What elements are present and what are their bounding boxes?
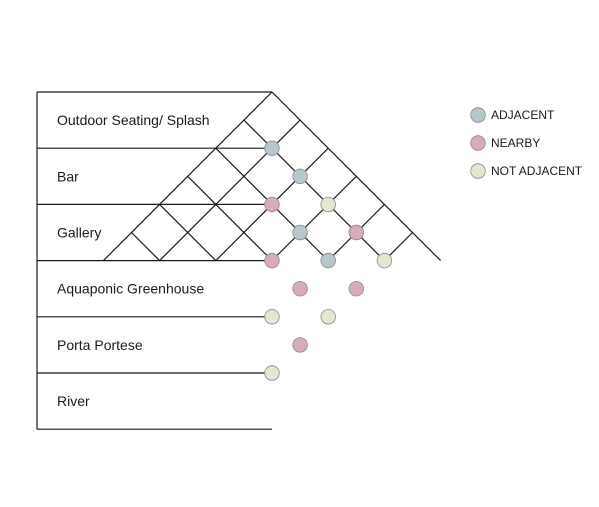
relationship-dots: [264, 140, 393, 381]
room-label: Gallery: [57, 225, 101, 241]
room-row: Gallery: [57, 225, 101, 241]
relationship-dot-adjacent: [292, 168, 308, 185]
relationship-dot-nearby: [348, 281, 365, 297]
relationship-dot-nearby: [292, 281, 308, 297]
room-label: Aquaponic Greenhouse: [57, 281, 204, 297]
room-label: Outdoor Seating/ Splash: [57, 112, 210, 128]
legend-label: ADJACENT: [491, 108, 555, 122]
legend-item-not-adjacent: NOT ADJACENT: [470, 163, 583, 179]
room-row: Porta Portese: [57, 337, 143, 353]
relationship-dot-not-adjacent: [264, 309, 280, 325]
relationship-dot-nearby: [292, 337, 308, 353]
legend-swatch: [470, 107, 486, 123]
room-rows: Outdoor Seating/ SplashBarGalleryAquapon…: [36, 91, 272, 430]
room-row: River: [57, 393, 90, 409]
grid-line: [243, 119, 385, 262]
legend-label: NEARBY: [491, 136, 540, 150]
grid-line: [159, 119, 301, 262]
grid-line: [271, 91, 442, 262]
room-row: Outdoor Seating/ Splash: [57, 112, 210, 128]
legend-swatch: [470, 163, 486, 179]
relationship-dot-not-adjacent: [320, 309, 336, 325]
grid-line: [187, 175, 273, 262]
relationship-dot-adjacent: [320, 252, 336, 269]
relationship-dot-nearby: [264, 252, 280, 269]
relationship-dot-not-adjacent: [264, 365, 280, 381]
grid-line: [159, 203, 217, 262]
room-row: Bar: [57, 168, 79, 184]
relationship-dot-adjacent: [264, 140, 280, 156]
relationship-dot-not-adjacent: [320, 196, 336, 213]
room-label: River: [57, 393, 90, 409]
relationship-dot-nearby: [348, 224, 365, 241]
legend-item-adjacent: ADJACENT: [470, 107, 555, 123]
legend-item-nearby: NEARBY: [470, 135, 540, 151]
relationship-dot-nearby: [264, 196, 280, 213]
legend-swatch: [470, 135, 486, 151]
grid-line: [271, 175, 357, 262]
grid-line: [131, 232, 161, 262]
room-label: Porta Portese: [57, 337, 143, 353]
legend: ADJACENT NEARBY NOT ADJACENT: [470, 107, 583, 179]
relationship-dot-not-adjacent: [376, 252, 393, 269]
legend-label: NOT ADJACENT: [491, 164, 583, 178]
room-row: Aquaponic Greenhouse: [57, 281, 204, 297]
room-label: Bar: [57, 168, 79, 184]
relationship-dot-adjacent: [292, 224, 308, 241]
